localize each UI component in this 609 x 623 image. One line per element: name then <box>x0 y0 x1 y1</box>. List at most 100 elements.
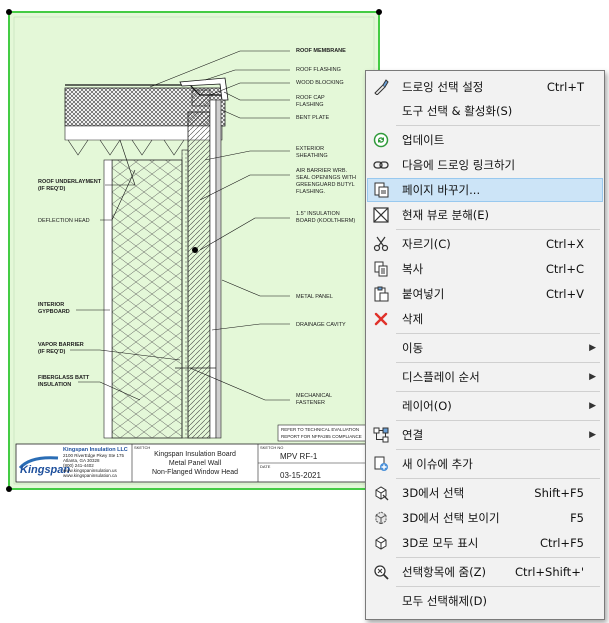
add-issue-icon <box>372 455 390 473</box>
svg-text:EXTERIOR: EXTERIOR <box>296 146 324 152</box>
svg-text:GYPBOARD: GYPBOARD <box>38 309 70 315</box>
svg-text:Non-Flanged Window Head: Non-Flanged Window Head <box>152 469 238 476</box>
menu-item-display-order[interactable]: 디스플레이 순서 ▶ <box>402 370 596 384</box>
menu-separator <box>396 333 600 334</box>
svg-text:INTERIOR: INTERIOR <box>38 302 64 308</box>
zoom-selection-icon <box>372 563 390 581</box>
svg-text:ROOF CAP: ROOF CAP <box>296 95 325 101</box>
svg-text:BENT PLATE: BENT PLATE <box>296 115 329 121</box>
menu-separator <box>396 449 600 450</box>
menu-separator <box>396 557 600 558</box>
svg-text:GREENGUARD BUTYL: GREENGUARD BUTYL <box>296 182 355 188</box>
selection-handle-bottom-left[interactable] <box>6 486 12 492</box>
kingspan-logo: Kingspan <box>20 464 70 476</box>
svg-text:VAPOR BARRIER: VAPOR BARRIER <box>38 342 84 348</box>
svg-text:FASTENER: FASTENER <box>296 400 325 406</box>
svg-text:DRAINAGE CAVITY: DRAINAGE CAVITY <box>296 322 346 328</box>
delete-x-icon <box>372 310 390 328</box>
explode-view-icon <box>372 206 390 224</box>
svg-text:2100 RiverEdge Pkwy Ste 175: 2100 RiverEdge Pkwy Ste 175 <box>63 453 125 458</box>
menu-separator <box>396 362 600 363</box>
svg-text:(IF REQ'D): (IF REQ'D) <box>38 349 65 355</box>
svg-text:DEFLECTION HEAD: DEFLECTION HEAD <box>38 218 90 224</box>
svg-text:SEAL OPENINGS WITH: SEAL OPENINGS WITH <box>296 175 356 181</box>
gypboard <box>103 159 113 439</box>
svg-text:FLASHING.: FLASHING. <box>296 189 326 195</box>
svg-text:MECHANICAL: MECHANICAL <box>296 393 332 399</box>
menu-item-show-selection-in-3d[interactable]: 3D에서 선택 보이기 F5 <box>368 507 602 529</box>
svg-text:AIR BARRIER WRB.: AIR BARRIER WRB. <box>296 168 348 174</box>
paste-icon <box>372 285 390 303</box>
label-wood-blocking: WOOD BLOCKING <box>296 80 344 86</box>
menu-item-update[interactable]: 업데이트 <box>368 129 602 151</box>
connect-icon <box>372 426 390 444</box>
menu-separator <box>396 478 600 479</box>
show-selection-3d-icon <box>372 509 390 527</box>
submenu-arrow-icon: ▶ <box>589 343 596 353</box>
menu-item-change-page[interactable]: 페이지 바꾸기... <box>367 178 603 202</box>
menu-item-layer[interactable]: 레이어(O) ▶ <box>402 399 596 413</box>
menu-item-add-to-new-issue[interactable]: 새 이슈에 추가 <box>368 453 602 475</box>
svg-text:(IF REQ'D): (IF REQ'D) <box>38 186 65 192</box>
update-icon <box>372 131 390 149</box>
menu-item-link-drawing[interactable]: 다음에 드로잉 링크하기 <box>368 154 602 176</box>
submenu-arrow-icon: ▶ <box>589 430 596 440</box>
menu-item-zoom-to-selection[interactable]: 선택항목에 줌(Z) Ctrl+Shift+' <box>368 561 602 583</box>
menu-item-select-tool-activate[interactable]: 도구 선택 & 활성화(S) <box>402 104 513 118</box>
svg-text:www.kingspaninsulation.us: www.kingspaninsulation.us <box>63 468 118 473</box>
menu-item-copy[interactable]: 복사 Ctrl+C <box>368 258 602 280</box>
svg-text:Metal Panel Wall: Metal Panel Wall <box>169 460 222 467</box>
svg-text:Kingspan Insulation Board: Kingspan Insulation Board <box>154 451 236 458</box>
menu-separator <box>396 125 600 126</box>
svg-text:BOARD (KOOLTHERM): BOARD (KOOLTHERM) <box>296 218 355 224</box>
svg-text:INSULATION: INSULATION <box>38 382 71 388</box>
svg-text:SKETCH: SKETCH <box>134 445 150 450</box>
link-drawing-icon <box>372 156 390 174</box>
svg-text:SKETCH NO: SKETCH NO <box>260 445 283 450</box>
select-in-3d-icon <box>372 484 390 502</box>
change-page-icon <box>372 181 390 199</box>
scissors-icon <box>372 235 390 253</box>
menu-item-show-all-in-3d[interactable]: 3D로 모두 표시 Ctrl+F5 <box>368 532 602 554</box>
menu-item-move[interactable]: 이동 ▶ <box>402 341 596 355</box>
context-menu: 드로잉 선택 설정 Ctrl+T 도구 선택 & 활성화(S) 업데이트 다음에… <box>365 70 605 620</box>
label-roof-membrane: ROOF MEMBRANE <box>296 48 346 54</box>
menu-separator <box>396 420 600 421</box>
menu-item-paste[interactable]: 붙여넣기 Ctrl+V <box>368 283 602 305</box>
sketch-date: 03-15-2021 <box>280 471 321 480</box>
metal-panel <box>215 99 222 439</box>
svg-text:Kingspan Insulation LLC: Kingspan Insulation LLC <box>63 447 128 453</box>
submenu-arrow-icon: ▶ <box>589 401 596 411</box>
menu-item-drawing-selection-settings[interactable]: 드로잉 선택 설정 Ctrl+T <box>368 76 602 98</box>
submenu-arrow-icon: ▶ <box>589 372 596 382</box>
menu-item-select-in-3d[interactable]: 3D에서 선택 Shift+F5 <box>368 482 602 504</box>
copy-icon <box>372 260 390 278</box>
placed-drawing[interactable]: ROOF MEMBRANE ROOF FLASHING WOOD BLOCKIN… <box>0 0 390 495</box>
menu-item-explode-current-view[interactable]: 현재 뷰로 분해(E) <box>368 204 602 226</box>
svg-text:FIBERGLASS BATT: FIBERGLASS BATT <box>38 375 90 381</box>
menu-separator <box>396 229 600 230</box>
label-roof-flashing: ROOF FLASHING <box>296 67 341 73</box>
menu-item-connect[interactable]: 연결 ▶ <box>368 424 602 446</box>
menu-item-cut[interactable]: 자르기(C) Ctrl+X <box>368 233 602 255</box>
svg-text:METAL PANEL: METAL PANEL <box>296 294 333 300</box>
batt-insulation <box>111 159 183 439</box>
svg-text:SHEATHING: SHEATHING <box>296 153 328 159</box>
selection-handle-top-right[interactable] <box>376 9 382 15</box>
menu-separator <box>396 391 600 392</box>
svg-text:1.5" INSULATION: 1.5" INSULATION <box>296 211 340 217</box>
drawing-selection-settings-icon <box>372 78 390 96</box>
menu-item-deselect-all[interactable]: 모두 선택해제(D) <box>402 594 487 608</box>
menu-item-delete[interactable]: 삭제 <box>368 308 602 330</box>
insulation-board <box>187 111 211 439</box>
svg-text:REFER TO TECHNICAL EVALUATION: REFER TO TECHNICAL EVALUATION <box>281 427 359 432</box>
svg-text:FLASHING: FLASHING <box>296 102 324 108</box>
sketch-number: MPV RF-1 <box>280 452 318 461</box>
svg-text:REPORT FOR NFPA285 COMPLIANCE: REPORT FOR NFPA285 COMPLIANCE <box>281 434 362 439</box>
selection-handle-top-left[interactable] <box>6 9 12 15</box>
svg-text:(800) 241-4402: (800) 241-4402 <box>63 463 94 468</box>
menu-separator <box>396 586 600 587</box>
svg-text:DATE: DATE <box>260 464 271 469</box>
svg-text:www.kingspaninsulation.ca: www.kingspaninsulation.ca <box>63 473 117 478</box>
show-all-3d-icon <box>372 534 390 552</box>
